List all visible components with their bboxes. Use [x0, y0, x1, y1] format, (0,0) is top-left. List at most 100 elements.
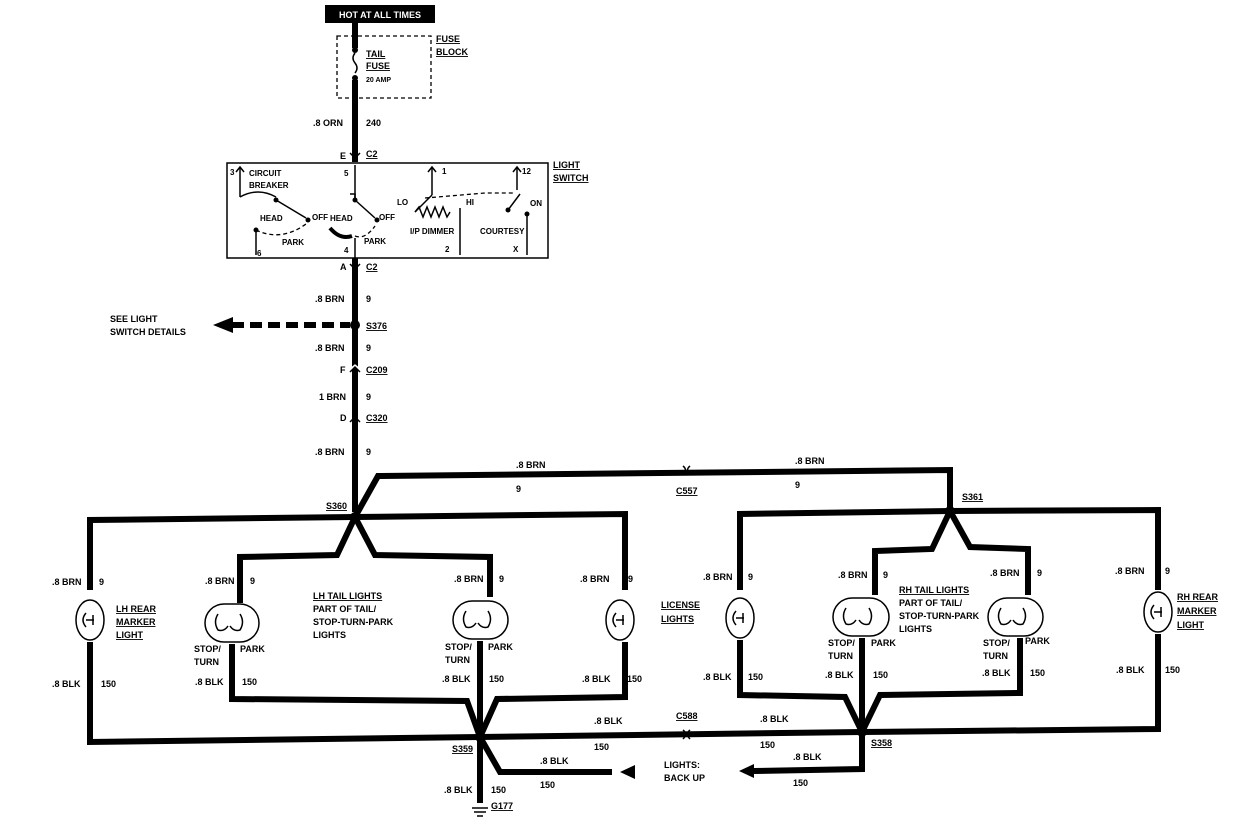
hot-label: HOT AT ALL TIMES [339, 10, 421, 20]
backup-left-wire [477, 735, 612, 775]
rh-tail1-park: PARK [871, 638, 896, 648]
lh-marker-wire-top: .8 BRN [52, 577, 82, 587]
lic-right-wire-bot: .8 BLK [703, 672, 732, 682]
lh-tail1-circuit-bot: 150 [242, 677, 257, 687]
switch-pin-2: 2 [445, 245, 450, 254]
lh-marker-bulb-icon [75, 599, 105, 641]
bulb-filament-icon [462, 610, 492, 629]
fuse-name-1: TAIL [366, 49, 386, 59]
bulb-filament-icon [1150, 604, 1162, 620]
arrow-right-icon [739, 764, 754, 778]
light-switch-label-1: LIGHT [553, 160, 580, 170]
license-label-2: LIGHTS [661, 614, 694, 624]
rh-tail-label-4: LIGHTS [899, 624, 932, 634]
bulb-filament-icon [612, 612, 624, 628]
splice-s376 [350, 320, 360, 330]
backup-label-2: BACK UP [664, 773, 705, 783]
dimmer-resistor-icon [414, 204, 451, 220]
splice-s360-label: S360 [326, 501, 347, 511]
lh-marker-circuit-bot: 150 [101, 679, 116, 689]
lic-left-wire-bot: .8 BLK [582, 674, 611, 684]
backup-right-wire-color: .8 BLK [793, 752, 822, 762]
switch-off-2: OFF [379, 213, 395, 222]
fuse-block-label-1: FUSE [436, 34, 460, 44]
switch-park-2: PARK [364, 237, 386, 246]
switch-contact [374, 217, 380, 223]
lh-marker-label-1: LH REAR [116, 604, 156, 614]
switch-head-2: HEAD [330, 214, 353, 223]
bulb-filament-icon [732, 610, 744, 626]
fuse-rating: 20 AMP [366, 77, 391, 84]
lic-left-circuit-top: 9 [628, 574, 633, 584]
breaker-label-1: CIRCUIT [249, 169, 282, 178]
lh-tail2-park: PARK [488, 642, 513, 652]
feed-wire-circuit: 240 [366, 118, 381, 128]
bulb-filament-icon [997, 607, 1027, 626]
rh-tail1-stop-2: TURN [828, 651, 853, 661]
ground-bus [479, 729, 863, 740]
switch-contact [524, 211, 530, 217]
bulb-filament-icon [842, 607, 873, 626]
switch-pin-6: 6 [257, 249, 262, 258]
cross-circuit-right: 9 [795, 480, 800, 490]
rh-tail-label-1: RH TAIL LIGHTS [899, 585, 969, 595]
lic-right-wire-top: .8 BRN [703, 572, 733, 582]
connector-c588: C588 [676, 711, 698, 721]
ground-wire-color: .8 BLK [444, 785, 473, 795]
pin-f: F [340, 365, 346, 375]
lh-marker-wire-bot: .8 BLK [52, 679, 81, 689]
lh-tail2-stop-2: TURN [445, 655, 470, 665]
lh-tail1-stop-1: STOP/ [194, 644, 221, 654]
feed-connector: C2 [366, 149, 378, 159]
fuse-terminal-top [352, 47, 358, 53]
arrow-left-icon [213, 317, 233, 333]
lh-tail2-circuit-top: 9 [499, 574, 504, 584]
connector-c209-icon [349, 365, 361, 373]
switch-park-1: PARK [282, 238, 304, 247]
switch-blade-1 [275, 199, 307, 219]
rh-tail2-wire-bot: .8 BLK [982, 668, 1011, 678]
lh-tail2-wire-bot: .8 BLK [442, 674, 471, 684]
switch-contact [305, 217, 311, 223]
license-label-1: LICENSE [661, 600, 700, 610]
ground-bus-circuit-2: 150 [760, 740, 775, 750]
see-details-1: SEE LIGHT [110, 314, 158, 324]
lh-tail1-bulb-icon [204, 603, 260, 643]
feed-wire-color: .8 ORN [313, 118, 343, 128]
rh-marker-label-1: RH REAR [1177, 592, 1219, 602]
cross-wire-right: .8 BRN [795, 456, 825, 466]
ground-wire-circuit: 150 [491, 785, 506, 795]
arrow-up-icon [427, 165, 437, 173]
courtesy-label: COURTESY [480, 227, 525, 236]
switch-pin-4: 4 [344, 246, 349, 255]
rh-marker-circuit-bot: 150 [1165, 665, 1180, 675]
rh-tail2-stop-1: STOP/ [983, 638, 1010, 648]
courtesy-on: ON [530, 199, 542, 208]
light-switch-box [226, 162, 549, 259]
lh-license-feed [354, 510, 628, 590]
ground-icon [472, 807, 488, 817]
rh-tail1-wire-top: .8 BRN [838, 570, 868, 580]
bulb-filament-icon [82, 612, 94, 628]
rh-marker-feed [949, 506, 1161, 590]
backup-label-1: LIGHTS: [664, 760, 700, 770]
lh-tail2-bulb-icon [452, 600, 509, 640]
backup-right-wire [753, 732, 865, 774]
rh-tail1-stop-1: STOP/ [828, 638, 855, 648]
rh-marker-wire-bot: .8 BLK [1116, 665, 1145, 675]
dimmer-label: I/P DIMMER [410, 227, 455, 236]
fuse-block-box [336, 35, 432, 99]
rh-marker-ground [861, 634, 1161, 735]
breaker-label-2: BREAKER [249, 181, 289, 190]
lh-tail1-stop-2: TURN [194, 657, 219, 667]
rh-tail2-ground [859, 638, 1023, 734]
arrow-up-icon [512, 165, 522, 173]
backup-right-circuit: 150 [793, 778, 808, 788]
rh-marker-label-3: LIGHT [1177, 620, 1204, 630]
switch-pin-5: 5 [344, 169, 349, 178]
switch-head-1: HEAD [260, 214, 283, 223]
lh-tail1-circuit-top: 9 [250, 576, 255, 586]
switch-pin-x: X [513, 245, 519, 254]
lh-marker-label-2: MARKER [116, 617, 156, 627]
lh-tail1-wire-bot: .8 BLK [195, 677, 224, 687]
